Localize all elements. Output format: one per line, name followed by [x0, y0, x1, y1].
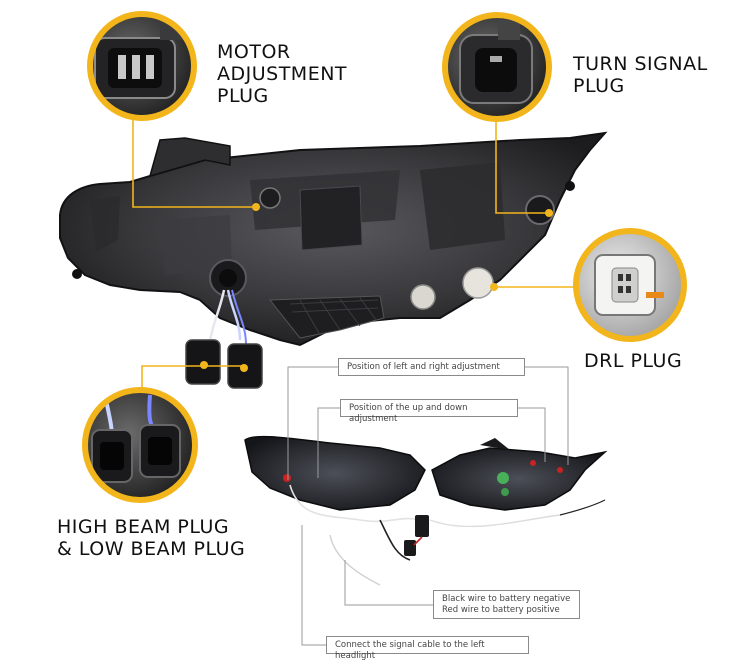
signal-cable-callout: Connect the signal cable to the left hea…	[326, 636, 529, 661]
turn-signal-plug-label: TURN SIGNAL PLUG	[573, 53, 708, 97]
motor-plug-detail	[87, 11, 197, 121]
up-down-adjustment-callout: Position of the up and down adjustment	[340, 399, 518, 424]
callout-lines	[287, 366, 569, 646]
drl-plug-label: DRL PLUG	[584, 350, 683, 372]
beam-plug-label: HIGH BEAM PLUG & LOW BEAM PLUG	[57, 516, 246, 560]
battery-wiring-callout: Black wire to battery negative Red wire …	[433, 590, 580, 619]
headlight-rear-housing	[59, 131, 608, 389]
drl-plug-detail	[573, 228, 687, 342]
turn-signal-plug-detail	[442, 12, 552, 122]
motor-adjustment-plug-label: MOTOR ADJUSTMENT PLUG	[217, 41, 348, 107]
yellow-leader-lines	[132, 118, 576, 392]
beam-plug-detail	[82, 387, 198, 503]
headlight-pair-bottom	[244, 435, 608, 586]
left-right-adjustment-callout: Position of left and right adjustment	[338, 358, 525, 376]
